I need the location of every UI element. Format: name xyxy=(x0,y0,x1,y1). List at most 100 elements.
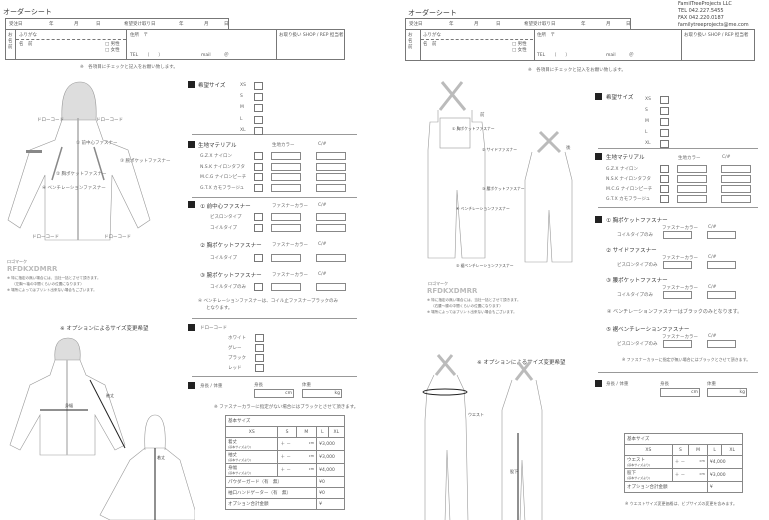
male-checkbox[interactable]: □ 男性 xyxy=(512,42,527,47)
size-cell[interactable]: S xyxy=(671,444,690,456)
drawcord-checkbox[interactable] xyxy=(255,354,264,362)
zipper-color-input[interactable] xyxy=(663,291,692,299)
zipper-color-input[interactable] xyxy=(271,283,301,291)
tel-field[interactable]: TEL （ ） xyxy=(537,53,570,58)
size-checkbox[interactable] xyxy=(660,96,669,104)
size-cell[interactable]: M xyxy=(295,426,318,438)
color-code-input[interactable] xyxy=(707,231,736,239)
weight-input[interactable]: kg xyxy=(302,389,342,398)
drawcord-checkbox[interactable] xyxy=(255,344,264,352)
color-code-input[interactable] xyxy=(316,183,346,192)
zipper-checkbox[interactable] xyxy=(254,213,263,221)
address-field[interactable]: 住所 〒 xyxy=(537,33,555,38)
zipper-color-col: ファスナーカラー xyxy=(272,273,308,278)
tel-field[interactable]: TEL （ ） xyxy=(130,53,163,58)
size-checkbox[interactable] xyxy=(254,115,263,124)
size-checkbox[interactable] xyxy=(254,104,263,113)
fabric-color-input[interactable] xyxy=(271,152,301,160)
color-code-input[interactable] xyxy=(316,152,346,160)
fabric-color-input[interactable] xyxy=(677,175,707,183)
material-checkbox[interactable] xyxy=(660,175,669,183)
material-checkbox[interactable] xyxy=(660,165,669,173)
size-checkbox[interactable] xyxy=(660,107,669,115)
color-code-input[interactable] xyxy=(721,195,751,203)
material-checkbox[interactable] xyxy=(254,152,263,160)
name-field[interactable]: 名 前 xyxy=(423,42,437,47)
female-checkbox[interactable]: □ 女性 xyxy=(512,48,527,53)
zip-note: ※ ファスナーカラーに指定がない場合にはブラックとさせて頂きます。 xyxy=(214,405,359,410)
zipper-color-input[interactable] xyxy=(663,231,692,239)
size-cell[interactable]: XS xyxy=(224,426,279,438)
fabric-color-input[interactable] xyxy=(677,185,707,193)
shop-field[interactable]: お取り扱い SHOP / REP 担当者 xyxy=(279,33,344,38)
color-code-input[interactable] xyxy=(707,340,736,348)
material-checkbox[interactable] xyxy=(254,183,263,192)
size-cell[interactable]: S xyxy=(277,426,297,438)
material-checkbox[interactable] xyxy=(660,195,669,203)
zipper-color-input[interactable] xyxy=(271,213,301,221)
total-value[interactable]: ¥ xyxy=(316,498,345,510)
size-checkbox[interactable] xyxy=(660,129,669,137)
weight-input[interactable]: kg xyxy=(707,388,747,397)
color-code-input[interactable] xyxy=(707,291,736,299)
size-cell[interactable]: XS xyxy=(624,444,673,456)
size-checkbox[interactable] xyxy=(254,93,263,102)
adjust-input[interactable]: ＋ －cm xyxy=(277,437,318,451)
total-value[interactable]: ¥ xyxy=(706,481,744,493)
zipper-checkbox[interactable] xyxy=(254,224,263,232)
color-code-input[interactable] xyxy=(316,173,346,181)
color-code-input[interactable] xyxy=(316,254,346,262)
size-cell[interactable]: L xyxy=(316,426,329,438)
color-code-input[interactable] xyxy=(721,175,751,183)
address-field[interactable]: 住所 〒 xyxy=(130,33,148,38)
female-checkbox[interactable]: □ 女性 xyxy=(105,48,120,53)
zipper-checkbox[interactable] xyxy=(254,254,263,262)
furigana-field[interactable]: ふりがな xyxy=(423,33,441,38)
fabric-color-input[interactable] xyxy=(677,165,707,173)
mail-field[interactable]: mail ＠ xyxy=(606,53,634,58)
fabric-color-input[interactable] xyxy=(677,195,707,203)
height-input[interactable]: cm xyxy=(660,388,700,397)
zipper-checkbox[interactable] xyxy=(254,283,263,291)
extra-option-label[interactable]: パウダーガード（有 無） xyxy=(224,476,318,488)
fabric-color-input[interactable] xyxy=(271,162,301,171)
material-checkbox[interactable] xyxy=(660,185,669,193)
drawcord-checkbox[interactable] xyxy=(255,334,264,342)
color-code-input[interactable] xyxy=(316,283,346,291)
zipper-color-input[interactable] xyxy=(271,224,301,232)
furigana-field[interactable]: ふりがな xyxy=(19,33,37,38)
fabric-color-input[interactable] xyxy=(271,183,301,192)
adjust-input[interactable]: ＋ －cm xyxy=(671,468,708,482)
zipper-color-input[interactable] xyxy=(271,254,301,262)
color-code-input[interactable] xyxy=(316,162,346,171)
name-field[interactable]: 名 前 xyxy=(19,42,33,47)
size-cell[interactable]: XL xyxy=(721,444,743,456)
zipper-color-input[interactable] xyxy=(663,261,692,269)
mail-field[interactable]: mail ＠ xyxy=(201,53,229,58)
adjust-input[interactable]: ＋ －cm xyxy=(671,455,708,469)
size-checkbox[interactable] xyxy=(660,118,669,126)
fabric-color-input[interactable] xyxy=(271,173,301,181)
extra-option-label[interactable]: 袖口ハンドゲーター（有 無） xyxy=(224,487,318,499)
height-input[interactable]: cm xyxy=(254,389,294,398)
company-email[interactable]: familytreeprojects@me.com xyxy=(678,22,749,28)
color-code-input[interactable] xyxy=(721,165,751,173)
size-cell[interactable]: XL xyxy=(327,426,346,438)
male-checkbox[interactable]: □ 男性 xyxy=(105,42,120,47)
size-cell[interactable]: M xyxy=(688,444,708,456)
size-checkbox[interactable] xyxy=(254,126,263,135)
adjust-input[interactable]: ＋ －cm xyxy=(277,450,318,464)
zipper-color-input[interactable] xyxy=(663,340,692,348)
adjust-input[interactable]: ＋ －cm xyxy=(277,463,318,477)
size-cell[interactable]: L xyxy=(706,444,723,456)
size-checkbox[interactable] xyxy=(660,140,669,148)
size-checkbox[interactable] xyxy=(254,82,263,90)
shop-field[interactable]: お取り扱い SHOP / REP 担当者 xyxy=(684,33,749,38)
color-code-input[interactable] xyxy=(316,224,346,232)
material-checkbox[interactable] xyxy=(254,162,263,171)
drawcord-checkbox[interactable] xyxy=(255,364,264,372)
color-code-input[interactable] xyxy=(707,261,736,269)
material-checkbox[interactable] xyxy=(254,173,263,181)
color-code-input[interactable] xyxy=(721,185,751,193)
color-code-input[interactable] xyxy=(316,213,346,221)
